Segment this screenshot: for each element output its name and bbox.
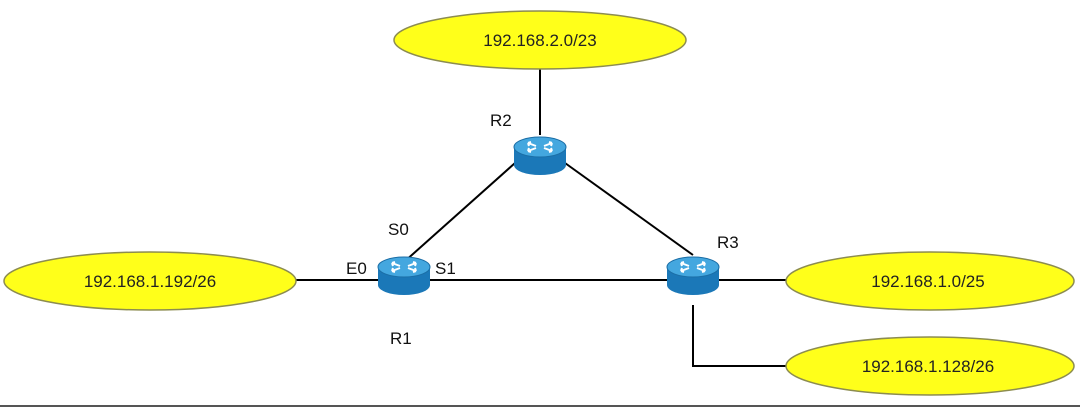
router-r1-label: R1 bbox=[390, 329, 412, 348]
interface-s1-label: S1 bbox=[435, 259, 456, 278]
links bbox=[296, 68, 790, 367]
interface-s0-label: S0 bbox=[388, 220, 409, 239]
router-r3[interactable] bbox=[666, 256, 720, 296]
network-r3-lan-b-label: 192.168.1.128/26 bbox=[862, 357, 994, 376]
interface-e0-label: E0 bbox=[346, 259, 367, 278]
network-r2-lan: 192.168.2.0/23 bbox=[393, 10, 687, 70]
network-r3-lan-b: 192.168.1.128/26 bbox=[785, 336, 1075, 396]
router-r3-label: R3 bbox=[717, 233, 739, 252]
link-r2-r3 bbox=[564, 162, 694, 256]
router-icon bbox=[377, 256, 431, 296]
network-r3-lan-a: 192.168.1.0/25 bbox=[785, 251, 1075, 311]
router-r2[interactable] bbox=[513, 136, 567, 176]
router-r1[interactable] bbox=[377, 256, 431, 296]
bottom-border bbox=[0, 405, 1080, 407]
network-r1-lan: 192.168.1.192/26 bbox=[3, 251, 297, 311]
network-r1-lan-label: 192.168.1.192/26 bbox=[84, 272, 216, 291]
link-r3-network-b bbox=[692, 305, 790, 367]
network-r2-lan-label: 192.168.2.0/23 bbox=[483, 31, 596, 50]
router-icon bbox=[513, 136, 567, 176]
network-r3-lan-a-label: 192.168.1.0/25 bbox=[871, 272, 984, 291]
router-r2-label: R2 bbox=[490, 111, 512, 130]
router-icon bbox=[666, 256, 720, 296]
link-r1-r2 bbox=[403, 162, 516, 263]
